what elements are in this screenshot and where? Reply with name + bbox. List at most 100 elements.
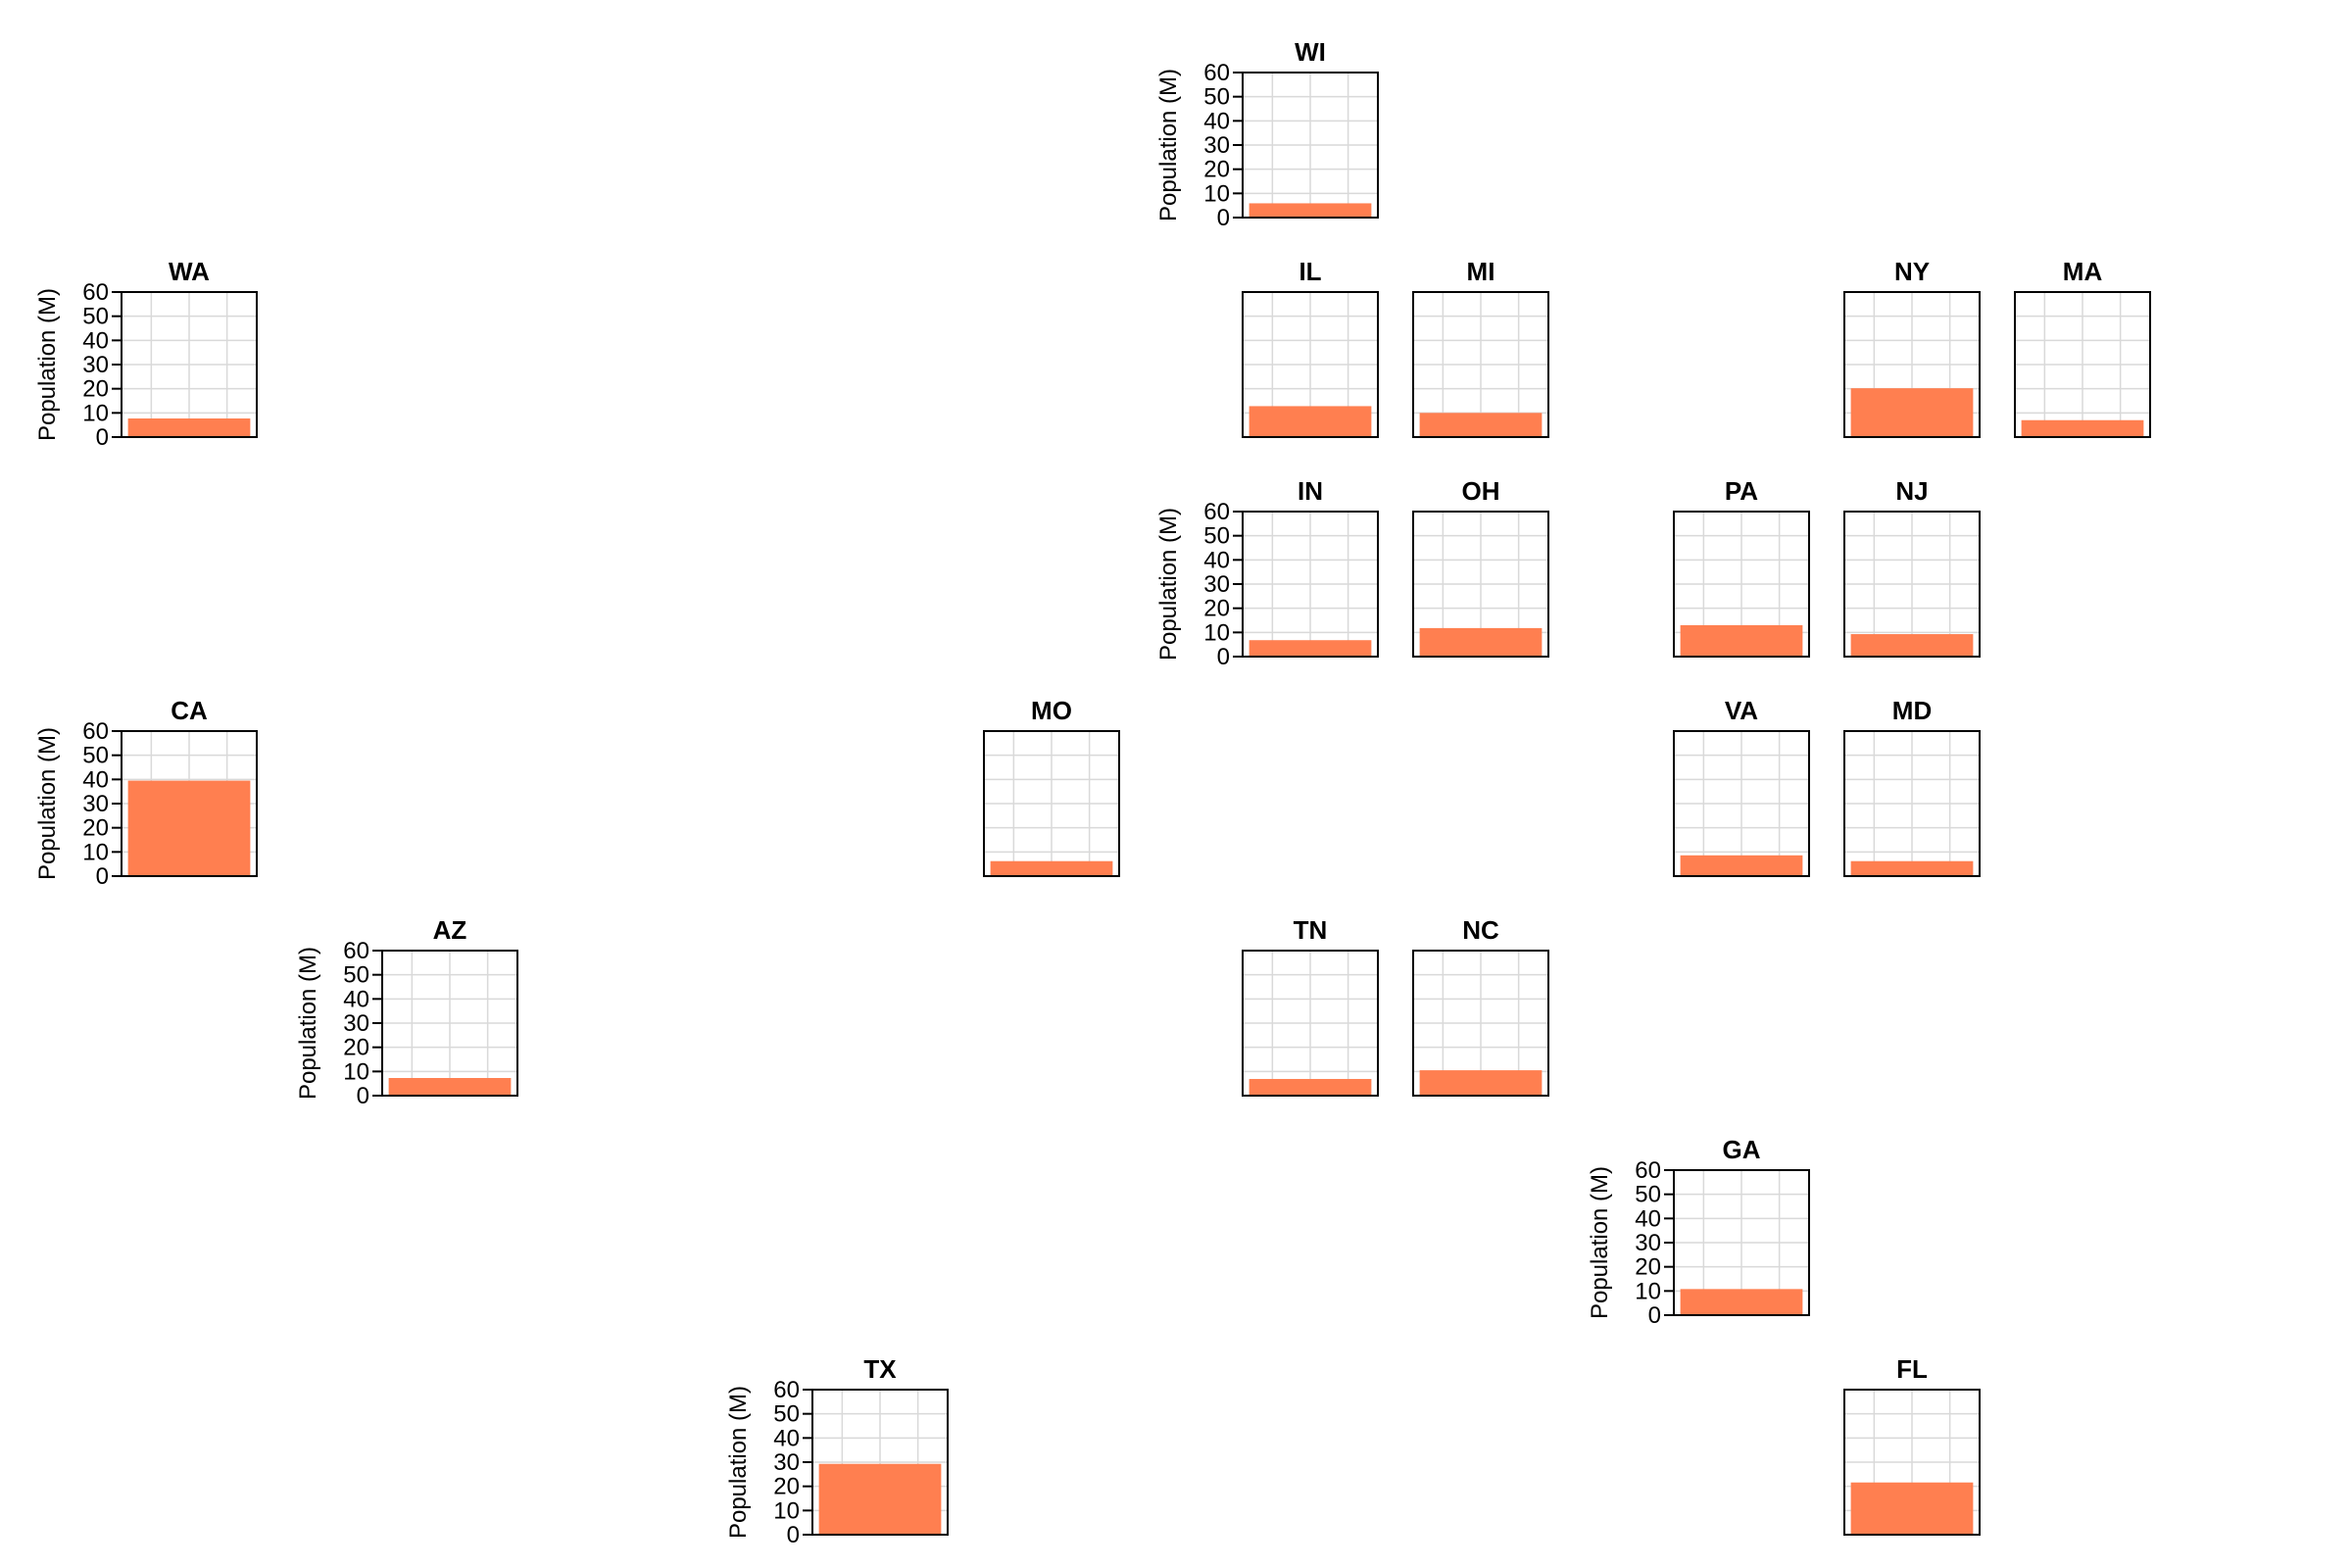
y-tick-label: 0 — [787, 1522, 800, 1548]
panel-title: GA — [1723, 1135, 1761, 1164]
plot-frame — [1412, 950, 1549, 1097]
y-tick-label: 30 — [1203, 571, 1230, 598]
y-tick-label: 30 — [1203, 132, 1230, 159]
panel-title: NY — [1894, 257, 1930, 286]
panel-fl: FL — [1843, 1354, 1981, 1536]
y-tick-label: 10 — [82, 839, 109, 865]
panel-mi: MI — [1412, 257, 1549, 438]
y-tick-label: 60 — [82, 718, 109, 745]
y-axis-label: Population (M) — [1155, 69, 1182, 221]
y-axis-label: Population (M) — [34, 288, 61, 441]
plot-frame — [983, 730, 1120, 877]
y-tick-label: 10 — [1203, 619, 1230, 646]
y-tick-label: 50 — [773, 1401, 800, 1428]
bar-fl — [1850, 1482, 1974, 1535]
y-axis-label: Population (M) — [1155, 508, 1182, 661]
y-tick-label: 60 — [1203, 499, 1230, 525]
y-tick-label: 40 — [343, 986, 369, 1012]
y-tick-label: 30 — [82, 352, 109, 378]
y-tick-label: 30 — [1635, 1230, 1661, 1256]
y-tick-label: 60 — [1635, 1157, 1661, 1184]
y-axis-label: Population (M) — [725, 1386, 752, 1539]
bar-oh — [1419, 627, 1543, 657]
plot-frame — [1673, 730, 1810, 877]
bar-mo — [990, 860, 1113, 876]
panel-tn: TN — [1242, 915, 1379, 1097]
bar-ny — [1850, 388, 1974, 437]
bar-tx — [818, 1463, 942, 1535]
panel-va: VA — [1673, 696, 1810, 877]
y-tick-label: 20 — [82, 376, 109, 403]
plot-frame — [2014, 291, 2151, 438]
y-tick-label: 60 — [82, 279, 109, 306]
panel-title: FL — [1896, 1354, 1928, 1384]
bar-md — [1850, 860, 1974, 876]
panel-il: IL — [1242, 257, 1379, 438]
panel-nc: NC — [1412, 915, 1549, 1097]
bar-va — [1680, 855, 1803, 876]
bar-tn — [1249, 1078, 1372, 1096]
panel-title: MO — [1031, 696, 1072, 725]
plot-frame — [1412, 511, 1549, 658]
y-tick-label: 50 — [82, 743, 109, 769]
y-tick-label: 50 — [1203, 84, 1230, 111]
panel-title: MA — [2063, 257, 2103, 286]
bar-pa — [1680, 624, 1803, 657]
y-tick-label: 50 — [343, 962, 369, 989]
y-tick-label: 10 — [773, 1497, 800, 1524]
y-tick-label: 40 — [773, 1425, 800, 1451]
y-axis-label: Population (M) — [295, 947, 321, 1100]
y-tick-label: 10 — [1635, 1278, 1661, 1304]
y-tick-label: 0 — [1217, 205, 1230, 231]
y-tick-label: 30 — [343, 1010, 369, 1037]
y-tick-label: 40 — [1635, 1205, 1661, 1232]
y-axis-label: Population (M) — [34, 727, 61, 880]
plot-frame — [1412, 291, 1549, 438]
y-tick-label: 50 — [82, 304, 109, 330]
y-tick-label: 60 — [773, 1377, 800, 1403]
y-tick-label: 40 — [82, 327, 109, 354]
plot-frame — [1843, 730, 1981, 877]
panel-title: IN — [1298, 476, 1323, 506]
panel-title: PA — [1725, 476, 1758, 506]
plot-frame — [1843, 291, 1981, 438]
panel-title: AZ — [433, 915, 467, 945]
bar-in — [1249, 640, 1372, 657]
panel-md: MD — [1843, 696, 1981, 877]
bar-wa — [127, 418, 251, 437]
panel-title: OH — [1462, 476, 1500, 506]
bar-nj — [1850, 634, 1974, 657]
y-tick-label: 10 — [343, 1058, 369, 1085]
bar-ga — [1680, 1289, 1803, 1315]
panel-title: WA — [169, 257, 210, 286]
y-tick-label: 20 — [1203, 157, 1230, 183]
panel-ny: NY — [1843, 257, 1981, 438]
y-tick-label: 60 — [343, 938, 369, 964]
panel-pa: PA — [1673, 476, 1810, 658]
panel-mo: MO — [983, 696, 1120, 877]
panel-ma: MA — [2014, 257, 2151, 438]
panel-title: TN — [1294, 915, 1328, 945]
bar-ma — [2021, 419, 2144, 437]
panel-title: NC — [1462, 915, 1499, 945]
y-tick-label: 0 — [1217, 644, 1230, 670]
plot-frame — [1843, 1389, 1981, 1536]
panel-nj: NJ — [1843, 476, 1981, 658]
y-tick-label: 40 — [1203, 108, 1230, 134]
y-tick-label: 20 — [1203, 596, 1230, 622]
y-tick-label: 20 — [82, 815, 109, 842]
y-tick-label: 30 — [82, 791, 109, 817]
y-tick-label: 50 — [1203, 523, 1230, 550]
y-tick-label: 60 — [1203, 60, 1230, 86]
bar-mi — [1419, 413, 1543, 437]
panel-title: WI — [1295, 37, 1326, 67]
plot-frame — [1673, 511, 1810, 658]
panel-title: IL — [1298, 257, 1321, 286]
